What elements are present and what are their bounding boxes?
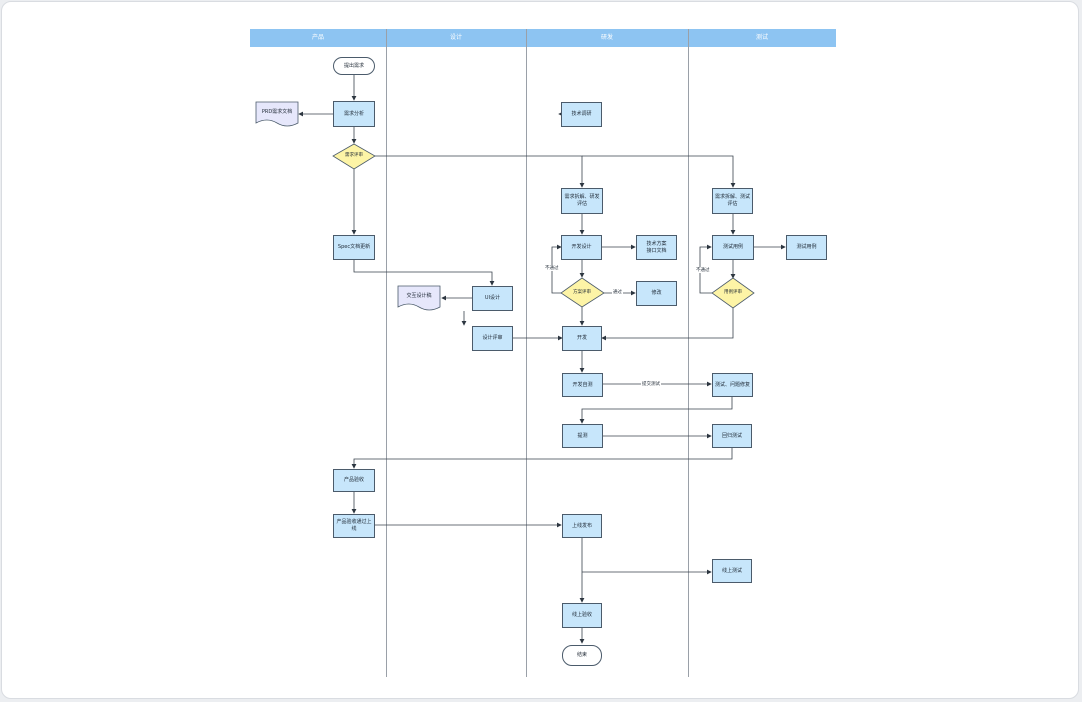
qa-verify-node: 测试、问题修复: [712, 373, 753, 397]
case-review-decision: 用例评审: [724, 290, 742, 295]
tech-research-node: 技术调研: [561, 102, 602, 127]
qa-breakdown-node: 需求拆解、测试评估: [712, 188, 753, 214]
edge-label-pass: 通过: [612, 289, 623, 295]
edge-label-not-pass: 不通过: [695, 267, 711, 273]
dev-selftest-node: 开发自测: [562, 373, 603, 397]
dev-design-node: 开发设计: [561, 235, 602, 260]
document-shape: [255, 101, 299, 127]
online-approve-node: 产品验收通过上线: [333, 514, 375, 538]
regression-node: 回归测试: [712, 424, 752, 448]
req-analysis-node: 需求分析: [333, 101, 375, 127]
lane-header-qa: 测试: [688, 29, 836, 47]
lane-header-design: 设计: [386, 29, 526, 47]
req-review-decision: 需求评审: [345, 153, 363, 158]
acceptance-node: 产品验收: [333, 469, 375, 492]
case-doc-node: 测试用例: [786, 235, 827, 260]
online-test-node: 线上测试: [712, 559, 752, 583]
swimlane-diagram: 产品 设计 研发 测试: [223, 2, 863, 698]
decision-shape: [332, 143, 376, 170]
lane-header-dev: 研发: [526, 29, 688, 47]
edge-label-submit: 提交测试: [641, 381, 661, 387]
decision-shape: [711, 277, 755, 309]
lane-divider: [526, 29, 527, 677]
document-shape: [397, 285, 441, 311]
rd-breakdown-node: 需求拆解、研发评估: [561, 188, 603, 214]
test-case-node: 测试用例: [712, 235, 754, 260]
diagram-edges: [255, 75, 786, 644]
ui-design-node: UI设计: [472, 286, 513, 311]
tech-review-decision: 方案评审: [573, 290, 591, 295]
release-test-node: 提测: [562, 424, 603, 448]
design-review-node: 设计评审: [472, 326, 513, 351]
lane-divider: [386, 29, 387, 677]
decision-shape: [560, 277, 605, 308]
design-draft-doc-node: 交互设计稿: [406, 292, 432, 299]
deploy-node: 上线发布: [562, 514, 602, 538]
edge-label-not-pass: 不通过: [544, 265, 560, 271]
online-check-node: 线上验收: [562, 603, 602, 628]
modify-node: 修改: [636, 281, 677, 306]
end-node: 结束: [562, 645, 602, 666]
start-node: 提出需求: [333, 57, 375, 75]
prd-doc-node: PRD需求文档: [261, 108, 293, 115]
lane-header-product: 产品: [250, 29, 386, 47]
dev-node: 开发: [562, 326, 602, 351]
lane-divider: [688, 29, 689, 677]
tech-doc-node: 技术方案 接口文档: [636, 235, 677, 260]
spec-update-node: Spec文档更新: [333, 235, 375, 260]
